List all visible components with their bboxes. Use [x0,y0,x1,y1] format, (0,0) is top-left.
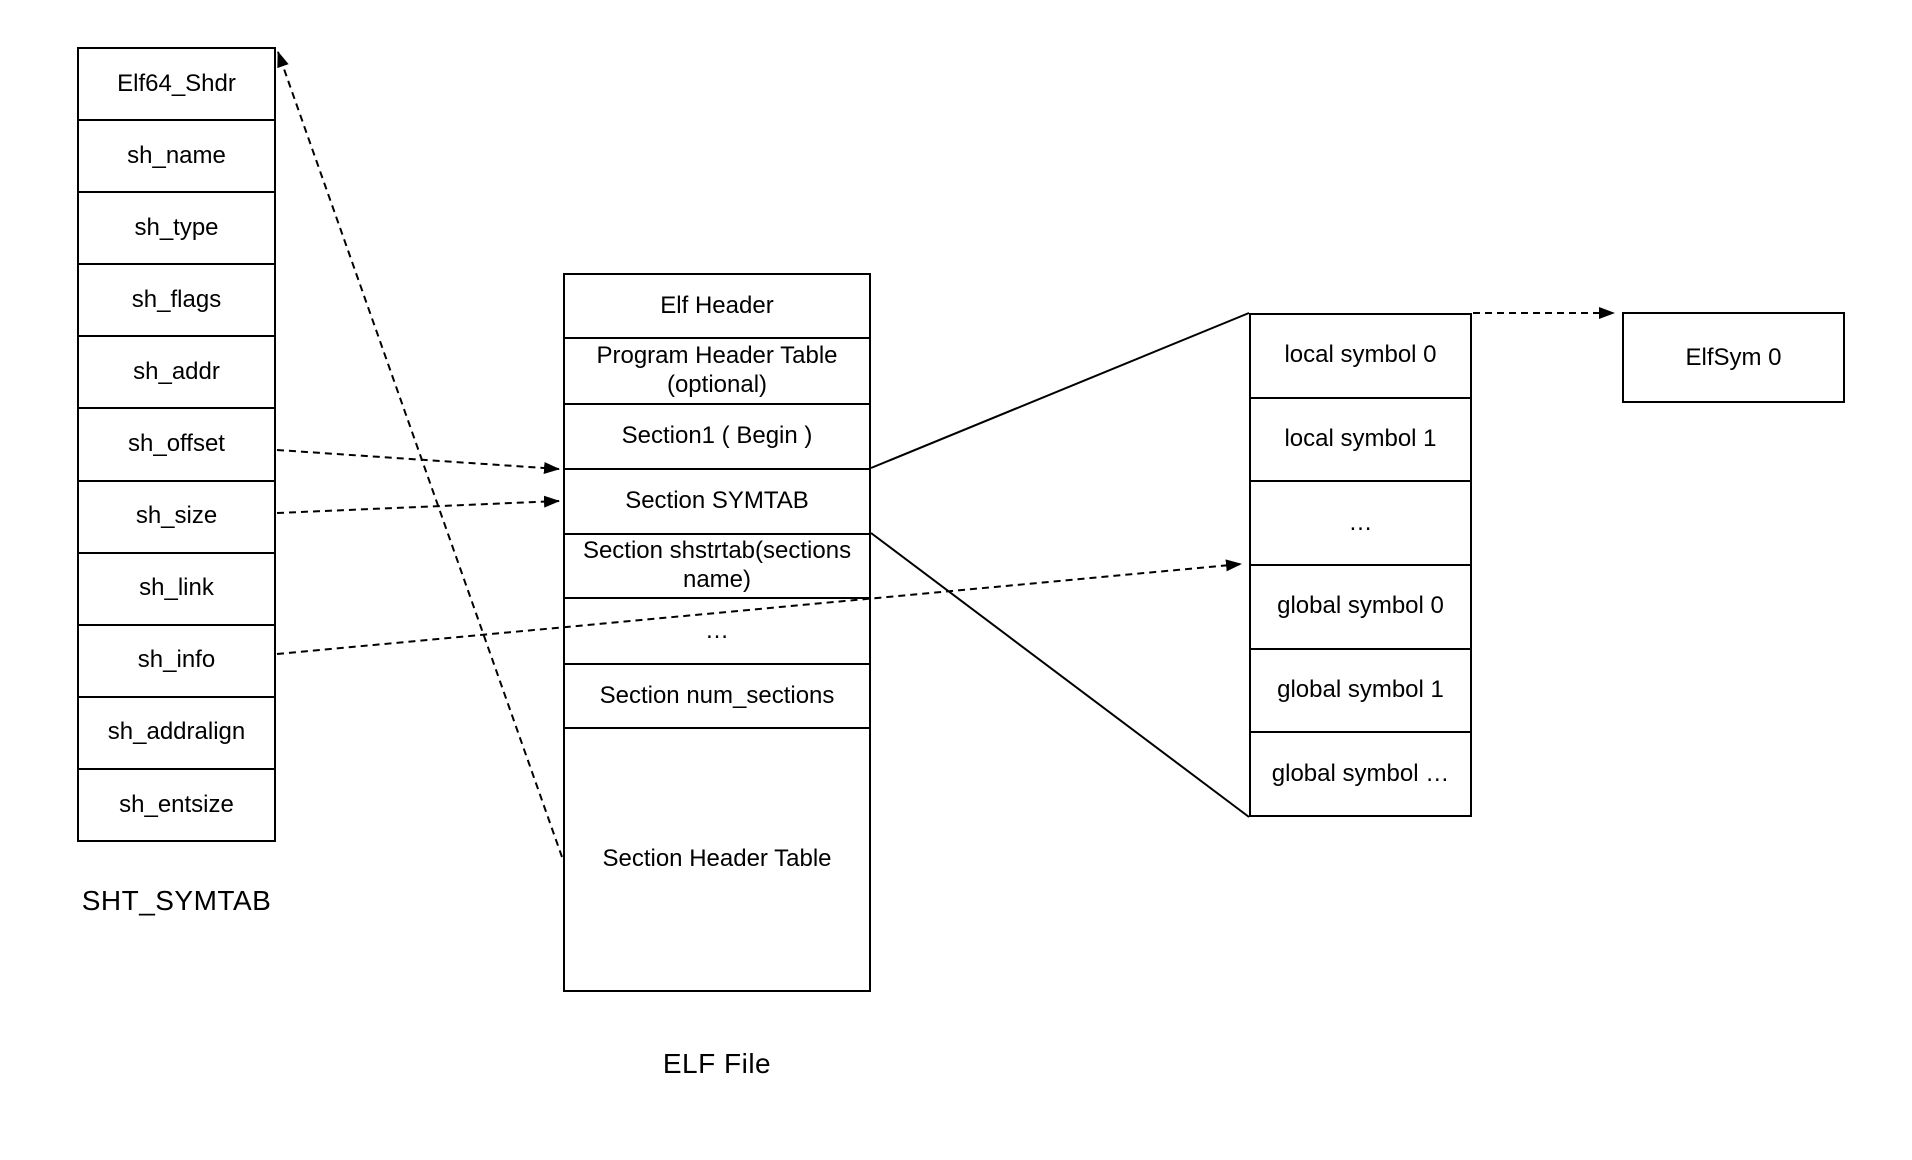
row-sections-ellipsis: … [565,599,869,665]
row-sh-name: sh_name [79,121,274,194]
arrow-sh-offset-to-symtab [276,449,560,474]
row-section-symtab: Section SYMTAB [565,470,869,535]
elfsym0-box: ElfSym 0 [1622,312,1845,403]
row-sh-offset: sh_offset [79,409,274,482]
elfsym0-label: ElfSym 0 [1685,343,1782,371]
row-sh-info: sh_info [79,626,274,698]
arrow-section-header-table-to-elf64-shdr [277,51,563,858]
row-sh-entsize: sh_entsize [119,790,234,818]
row-global-symbol-0: global symbol 0 [1251,566,1470,650]
row-sh-flags: sh_flags [79,265,274,338]
row-section-num-sections: Section num_sections [565,665,869,729]
row-program-header-table: Program Header Table (optional) [565,339,869,405]
elf-file-caption: ELF File [662,1048,772,1079]
row-global-symbol-more: global symbol … [1271,759,1450,787]
row-sh-addr: sh_addr [79,337,274,410]
row-local-symbol-1: local symbol 1 [1251,399,1470,483]
expansion-line-symtab-top [870,312,1250,469]
row-sh-type: sh_type [79,193,274,266]
elf-file-layout-table: Elf Header Program Header Table (optiona… [563,273,871,992]
elf64-shdr-struct-table: Elf64_Shdr sh_name sh_type sh_flags sh_a… [77,47,276,842]
row-global-symbol-1: global symbol 1 [1251,650,1470,734]
arrow-sh-size-to-symtab [276,495,560,514]
row-sh-size: sh_size [79,482,274,554]
row-section-shstrtab: Section shstrtab(sections name) [565,535,869,599]
row-elf-header: Elf Header [565,275,869,339]
row-sh-addralign: sh_addralign [79,698,274,770]
row-section1-begin: Section1 ( Begin ) [565,405,869,470]
row-sh-link: sh_link [79,554,274,626]
row-elf64-shdr: Elf64_Shdr [79,49,274,122]
symtab-symbols-table: local symbol 0 local symbol 1 … global s… [1249,313,1472,817]
row-section-header-table: Section Header Table [602,845,832,873]
expansion-line-symtab-bottom [870,532,1250,818]
row-symbols-ellipsis: … [1251,482,1470,567]
sht-symtab-caption: SHT_SYMTAB [81,885,272,916]
row-local-symbol-0: local symbol 0 [1251,315,1470,399]
